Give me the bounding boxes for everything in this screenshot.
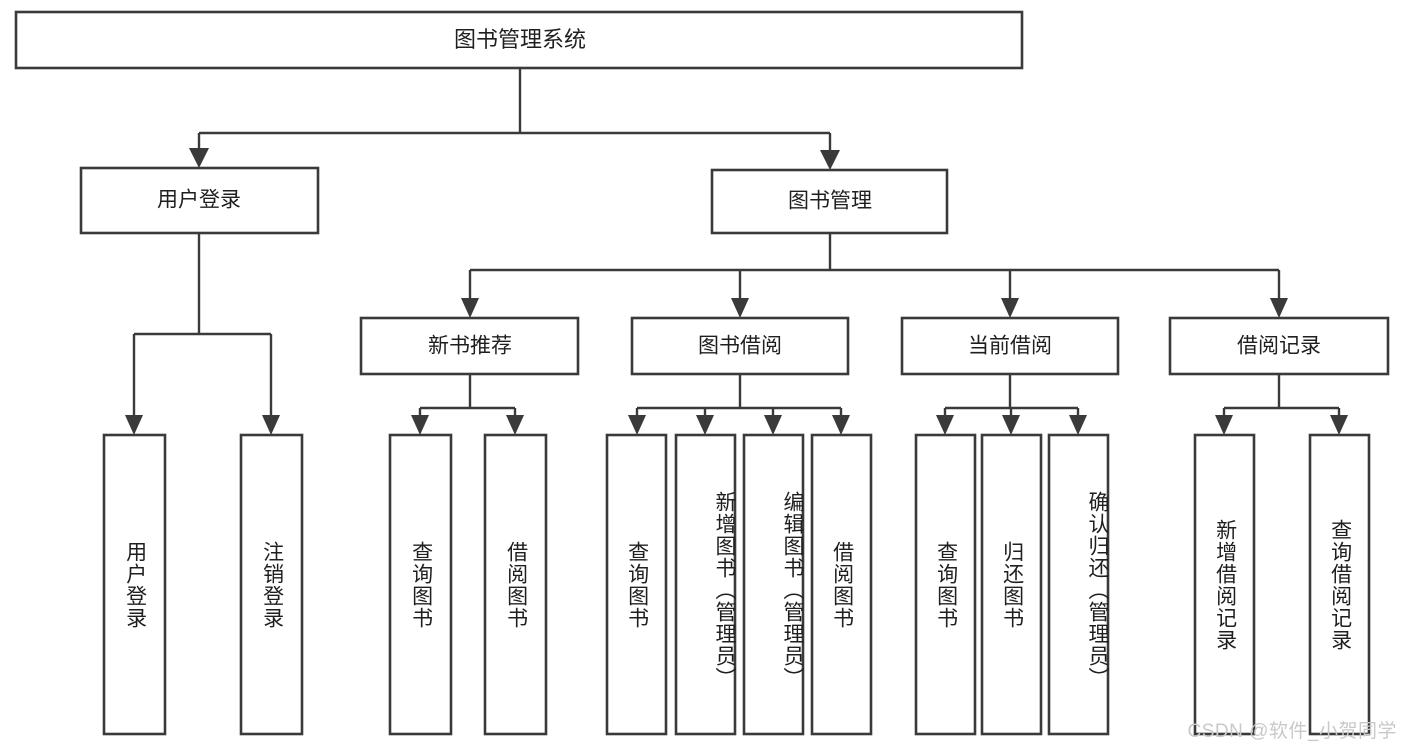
arrowhead-leaf-return-book: [1002, 415, 1020, 435]
node-box-leaf-borrow-book-1[interactable]: [483, 433, 548, 736]
node-box-book-management[interactable]: [710, 168, 949, 235]
arrowhead-leaf-query-record: [1330, 415, 1348, 435]
node-box-leaf-borrow-book-2[interactable]: [810, 433, 873, 736]
node-box-leaf-query-book-3[interactable]: [914, 433, 977, 736]
arrowhead-leaf-logout-login: [262, 415, 280, 435]
node-box-leaf-query-record[interactable]: [1308, 433, 1371, 736]
arrowhead-leaf-query-book-1: [411, 415, 429, 435]
arrowhead-leaf-user-login: [125, 415, 143, 435]
arrowhead-leaf-add-book: [696, 415, 714, 435]
node-box-borrow-record[interactable]: [1168, 316, 1390, 376]
arrowhead-leaf-add-record: [1215, 415, 1233, 435]
arrowhead-borrow-record: [1270, 298, 1288, 318]
node-box-title[interactable]: [14, 10, 1024, 70]
node-box-leaf-user-login[interactable]: [102, 433, 167, 736]
node-box-leaf-add-record[interactable]: [1193, 433, 1256, 736]
connectors: [125, 68, 1348, 435]
node-label-user-login: 用户登录: [157, 189, 241, 212]
node-box-new-book-recommend[interactable]: [359, 316, 580, 376]
node-box-leaf-edit-book[interactable]: [742, 433, 805, 736]
arrowhead-user-login: [189, 148, 209, 168]
node-label-borrow-record: 借阅记录: [1237, 335, 1321, 358]
arrowhead-leaf-borrow-book-2: [832, 415, 850, 435]
arrowhead-book-borrow: [731, 298, 749, 318]
node-label-new-book-recommend: 新书推荐: [428, 335, 512, 358]
node-box-leaf-confirm-return[interactable]: [1047, 433, 1110, 736]
arrowhead-leaf-query-book-3: [936, 415, 954, 435]
arrowhead-leaf-query-book-2: [628, 415, 646, 435]
node-box-user-login[interactable]: [79, 166, 320, 235]
node-label-title: 图书管理系统: [454, 27, 586, 52]
watermark-text: CSDN @软件_小贺同学: [1187, 721, 1397, 742]
arrowhead-book-management: [820, 150, 840, 170]
arrowhead-new-book-recommend: [461, 298, 479, 318]
node-box-current-borrow[interactable]: [900, 316, 1120, 376]
arrowhead-current-borrow: [1001, 298, 1019, 318]
arrowhead-leaf-confirm-return: [1069, 415, 1087, 435]
node-label-current-borrow: 当前借阅: [968, 335, 1052, 358]
node-label-book-management: 图书管理: [788, 190, 872, 213]
node-box-book-borrow[interactable]: [630, 316, 850, 376]
nodes: 图书管理系统 用户登录 图书管理 新书推荐 图书借阅 当前借阅 借阅记录: [14, 10, 1390, 736]
node-box-leaf-add-book[interactable]: [674, 433, 737, 736]
node-box-leaf-query-book-2[interactable]: [605, 433, 668, 736]
node-box-leaf-query-book-1[interactable]: [388, 433, 453, 736]
node-box-leaf-logout-login[interactable]: [239, 433, 304, 736]
node-box-leaf-return-book[interactable]: [980, 433, 1043, 736]
node-label-book-borrow: 图书借阅: [698, 335, 782, 358]
arrowhead-leaf-borrow-book-1: [506, 415, 524, 435]
arrowhead-leaf-edit-book: [764, 415, 782, 435]
